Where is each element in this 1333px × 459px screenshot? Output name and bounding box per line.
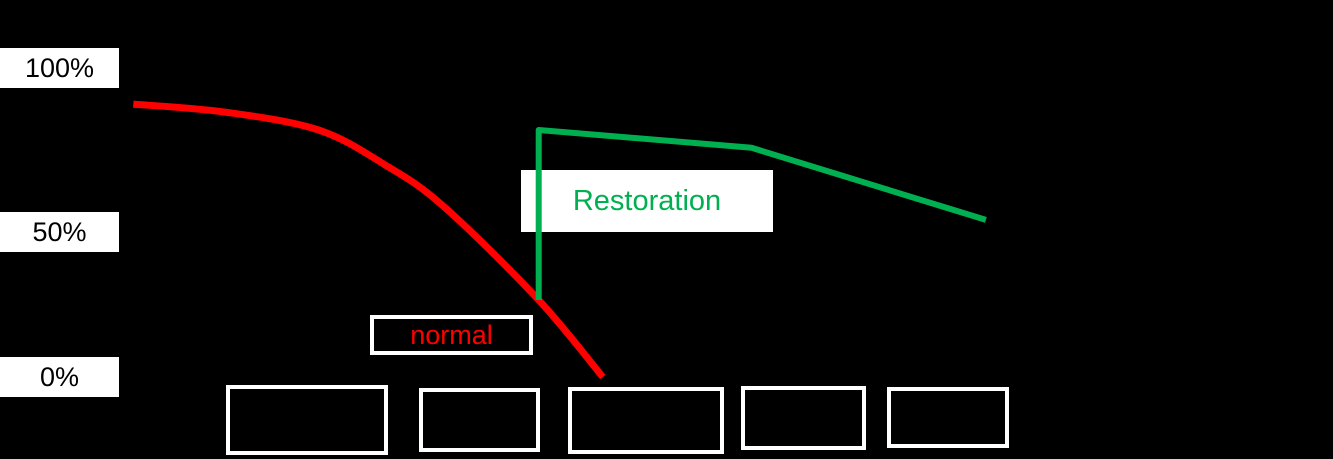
normal-annotation-box: normal [370,315,533,355]
y-tick-text-100: 100% [24,52,95,83]
y-tick-label-100: 100% [0,48,119,88]
x-axis-placeholder-box-1 [226,385,388,455]
x-axis-placeholder-box-2 [419,388,540,452]
x-axis-placeholder-box-4 [741,386,866,450]
normal-annotation-text: normal [410,319,493,350]
x-axis-placeholder-box-3 [568,387,724,454]
x-axis-placeholder-box-5 [887,387,1009,448]
restoration-annotation-text: Restoration [572,184,722,217]
y-tick-text-0: 0% [39,361,80,392]
y-tick-label-50: 50% [0,212,119,252]
y-tick-text-50: 50% [32,216,87,247]
y-tick-label-0: 0% [0,357,119,397]
restoration-annotation-box: Restoration [521,170,773,232]
